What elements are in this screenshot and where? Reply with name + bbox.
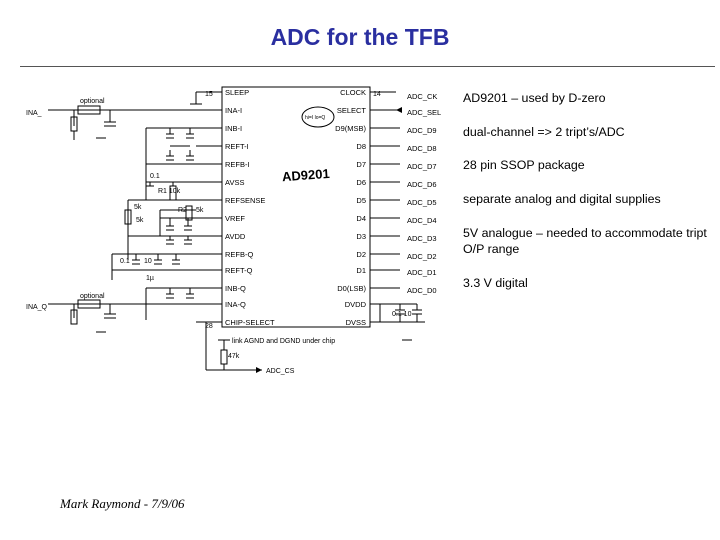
pin-d3: D3 <box>356 232 366 241</box>
r-5k-label-c: 5k <box>196 207 204 214</box>
pin-sleep: SLEEP <box>225 88 249 97</box>
r-5k-label-a: 5k <box>134 204 142 211</box>
r-5k-label-b: 5k <box>136 217 144 224</box>
pin-clock: CLOCK <box>340 88 366 97</box>
net-adc-sel: ADC_SEL <box>407 108 441 117</box>
pin-number-14: 14 <box>373 91 381 98</box>
chip-name-label: AD9201 <box>281 166 330 184</box>
pin-d9: D9(MSB) <box>335 124 366 133</box>
net-adc-d5: ADC_D5 <box>407 198 437 207</box>
pin-dvdd: DVDD <box>345 300 367 309</box>
note-package: 28 pin SSOP package <box>463 158 585 172</box>
pin-inb-q: INB-Q <box>225 284 246 293</box>
pin-number-15: 15 <box>205 91 213 98</box>
pin-refb-q: REFB-Q <box>225 250 254 259</box>
note-ad9201: AD9201 – used by D-zero <box>463 91 606 105</box>
r-47k-label: 47k <box>228 353 240 360</box>
pin-d2: D2 <box>356 250 366 259</box>
dvdd-cap-label: 0.1 10 <box>392 311 412 318</box>
pin-number-28: 28 <box>205 323 213 330</box>
input-ina-q-label: INA_Q <box>26 304 48 311</box>
net-adc-d7: ADC_D7 <box>407 162 437 171</box>
footer-author-date: Mark Raymond - 7/9/06 <box>60 496 185 511</box>
pin-reft-q: REFT-Q <box>225 266 253 275</box>
net-adc-d2: ADC_D2 <box>407 252 437 261</box>
r2-label: R2 <box>178 207 187 214</box>
net-adc-d8: ADC_D8 <box>407 144 437 153</box>
chip-body <box>221 86 371 328</box>
pin-ina-q: INA-Q <box>225 300 246 309</box>
net-adc-d9: ADC_D9 <box>407 126 437 135</box>
pin-d6: D6 <box>356 178 366 187</box>
pin-refb-i: REFB-I <box>225 160 250 169</box>
note-3v3-digital: 3.3 V digital <box>463 276 528 290</box>
pin-d1: D1 <box>356 266 366 275</box>
pin-d0: D0(LSB) <box>337 284 366 293</box>
net-adc-d3: ADC_D3 <box>407 234 437 243</box>
pin-dvss: DVSS <box>346 318 366 327</box>
pin-select: SELECT <box>337 106 367 115</box>
title-divider <box>20 66 715 67</box>
net-adc-ck: ADC_CK <box>407 92 437 101</box>
note-5v-analogue: 5V analogue – needed to accommodate trip… <box>463 226 707 256</box>
note-dual-channel: dual-channel => 2 tript’s/ADC <box>463 125 625 139</box>
optional-label-i: optional <box>80 98 105 105</box>
cap-10-avdd-label: 10 <box>144 258 152 265</box>
input-ina-label: INA_ <box>26 110 42 117</box>
optional-label-q: optional <box>80 293 105 300</box>
net-adc-d6: ADC_D6 <box>407 180 437 189</box>
pin-inb-i: INB-I <box>225 124 242 133</box>
pin-d5: D5 <box>356 196 366 205</box>
pin-avdd: AVDD <box>225 232 246 241</box>
note-supplies: separate analog and digital supplies <box>463 192 661 206</box>
cap-01-avdd-label: 0.1 <box>120 258 130 265</box>
pin-ina-i: INA-I <box>225 106 242 115</box>
cap-small-label: 1µ <box>146 275 154 282</box>
net-adc-d0: ADC_D0 <box>407 286 437 295</box>
slide-title: ADC for the TFB <box>270 24 450 50</box>
pin-d7: D7 <box>356 160 366 169</box>
net-adc-cs: ADC_CS <box>266 368 295 375</box>
pin-d8: D8 <box>356 142 366 151</box>
pin-vref: VREF <box>225 214 245 223</box>
pin-avss: AVSS <box>225 178 244 187</box>
link-agnd-dgnd-note: link AGND and DGND under chip <box>232 338 335 345</box>
cap-01-label: 0.1 <box>150 173 160 180</box>
net-adc-d4: ADC_D4 <box>407 216 437 225</box>
pin-refsense: REFSENSE <box>225 196 265 205</box>
pin-reft-i: REFT-I <box>225 142 249 151</box>
r1-label: R1 10k <box>158 188 181 195</box>
net-adc-d1: ADC_D1 <box>407 268 437 277</box>
pin-chip-select: CHIP-SELECT <box>225 318 275 327</box>
select-note: hi=I lo=Q <box>305 115 325 121</box>
pin-d4: D4 <box>356 214 366 223</box>
